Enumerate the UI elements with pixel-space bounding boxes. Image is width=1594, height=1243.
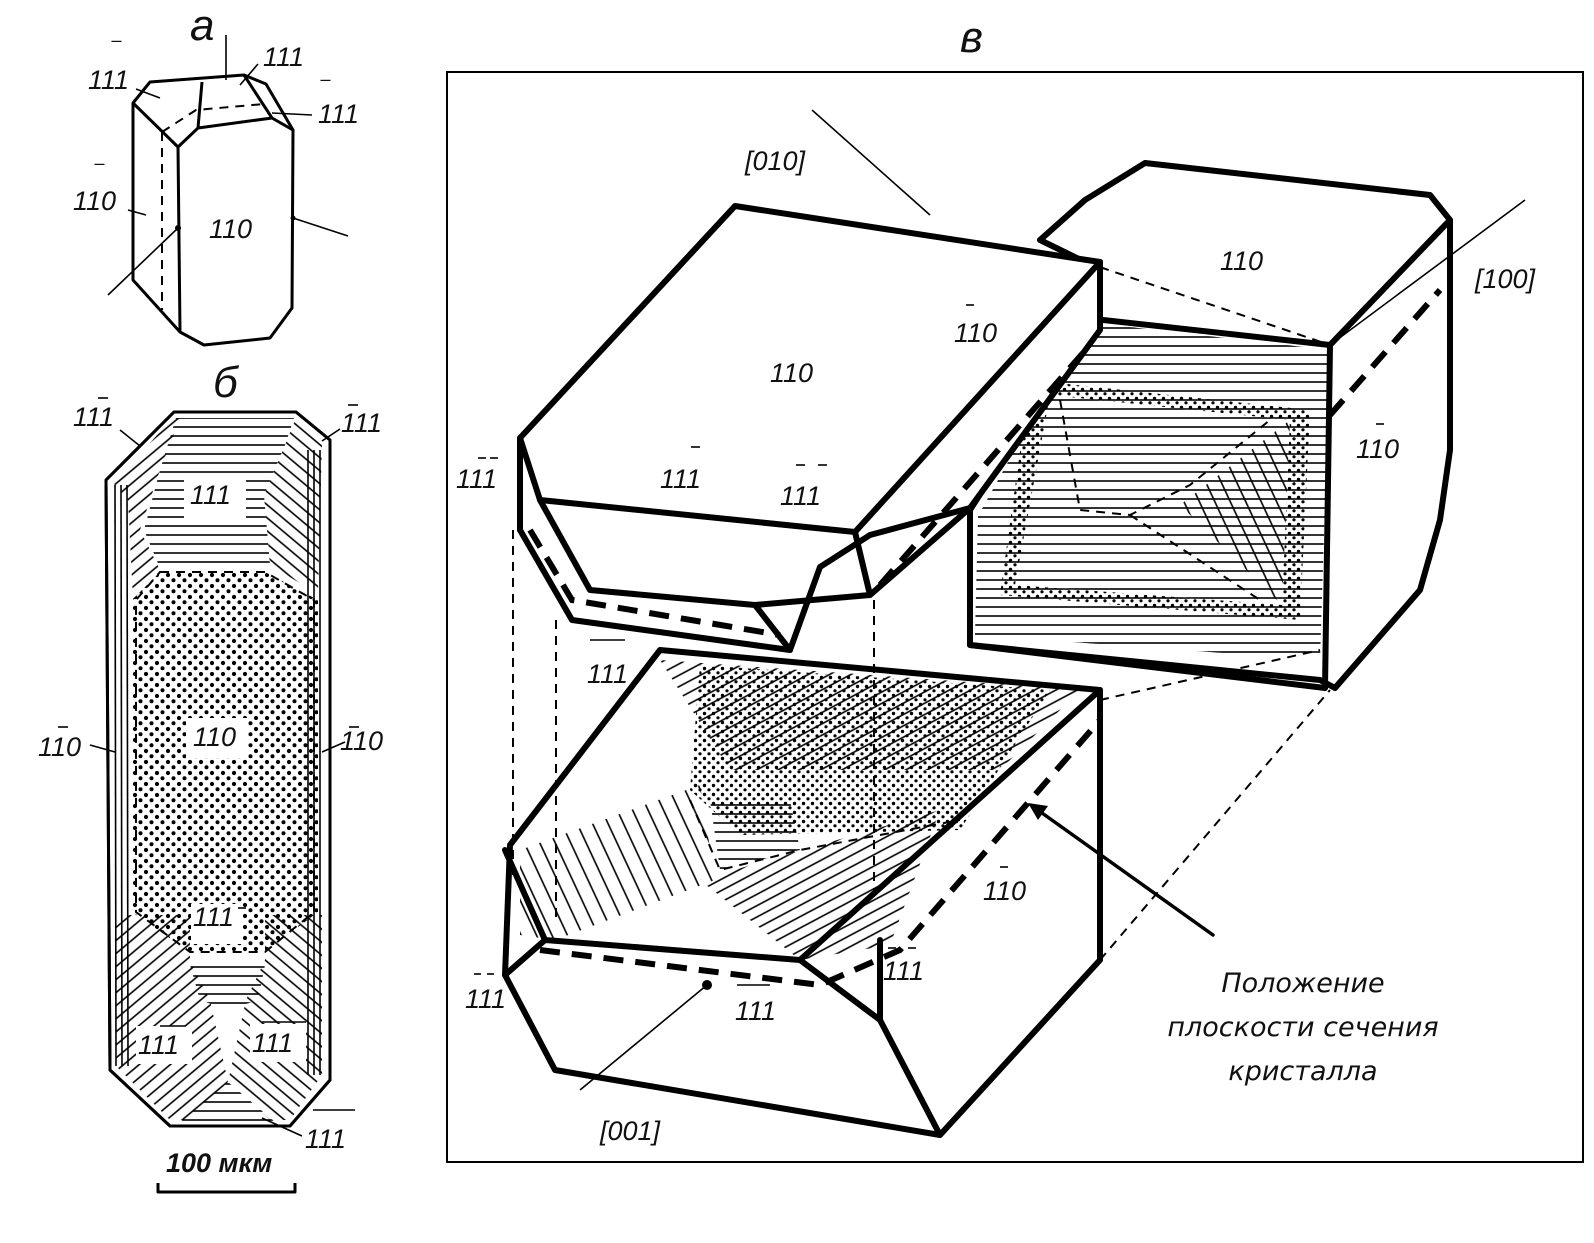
face-label: 110 [983, 876, 1026, 906]
face-label: 111 [305, 1124, 346, 1154]
right-block [967, 160, 1526, 691]
face-label: 111 [735, 996, 776, 1026]
region-111-right [264, 418, 322, 592]
overbar: ‾ [94, 161, 105, 191]
face-label: 111 [883, 956, 924, 986]
region-111-bottom-right [228, 915, 322, 1120]
note-line-2: плоскости сечения [1167, 1012, 1438, 1043]
overbars [474, 304, 1384, 986]
crystal-b-section [89, 410, 346, 1137]
panel-a: а 111 ‾ 111 111 ‾ 110 ‾ 1 [73, 1, 359, 347]
face-label: 110 [193, 722, 236, 752]
face-label: 110 [770, 358, 813, 388]
axis-label-100: [100] [1474, 264, 1537, 294]
panel-b: б [38, 358, 383, 1194]
section-striated-vertical [520, 785, 715, 940]
section-plane-note: Положение плоскости сечения кристалла [1167, 968, 1438, 1087]
panel-v-labels: [010] [100] [001] 110 110 110 110 111 11… [456, 146, 1537, 1146]
face-label: 110 [1356, 434, 1399, 464]
face-label: 111 [73, 402, 114, 432]
scale-bar-label: 100 мкм [166, 1148, 272, 1178]
note-line-3: кристалла [1228, 1056, 1377, 1087]
face-label: 111 [587, 659, 628, 689]
region-111-lower [190, 965, 265, 1010]
face-label: 110 [340, 726, 383, 756]
face-label: 110 [1220, 246, 1263, 276]
section-dotted-core [690, 665, 1050, 835]
projection-lines [512, 530, 1331, 961]
face-label: 111 [465, 984, 506, 1014]
face-label: 110 [954, 318, 997, 348]
face-label: 111 [318, 99, 359, 129]
region-111-left [114, 418, 180, 600]
face-label: 111 [138, 1030, 179, 1060]
face-label: 111 [190, 480, 231, 510]
face-label: 111 [193, 902, 234, 932]
scale-bar: 100 мкм [156, 1148, 297, 1194]
overbar: ‾ [320, 77, 331, 107]
region-110-core [132, 572, 318, 952]
note-line-1: Положение [1221, 968, 1384, 999]
region-111-tip [180, 1082, 275, 1122]
face-label: 110 [209, 214, 252, 244]
face-label: 111 [88, 65, 129, 95]
panel-v: в [446, 13, 1584, 1163]
panel-b-labels: 111 111 111 110 110 110 111 111 111 111 [38, 397, 383, 1154]
face-label: 111 [341, 408, 382, 438]
face-label: 111 [456, 464, 497, 494]
axis-label-001: [001] [599, 1116, 662, 1146]
axis-label-010: [010] [744, 146, 807, 176]
face-label: 110 [38, 732, 81, 762]
panel-a-labels: 111 ‾ 111 111 ‾ 110 ‾ 110 [73, 38, 359, 244]
overbar: ‾ [111, 38, 122, 68]
face-label: 111 [780, 481, 821, 511]
panel-v-frame [446, 71, 1584, 1163]
face-label: 111 [252, 1028, 293, 1058]
panel-v-letter: в [960, 13, 983, 62]
face-label: 111 [263, 42, 304, 72]
upper-block [517, 109, 1103, 653]
panel-b-letter: б [213, 358, 240, 407]
region-111-bottom-left [115, 915, 228, 1120]
face-label: 110 [73, 186, 116, 216]
face-label: 111 [660, 464, 701, 494]
panel-a-letter: а [190, 1, 214, 50]
lower-block [502, 647, 1215, 1138]
section-striated-right [700, 810, 940, 960]
crystal-a-outline [107, 35, 349, 347]
